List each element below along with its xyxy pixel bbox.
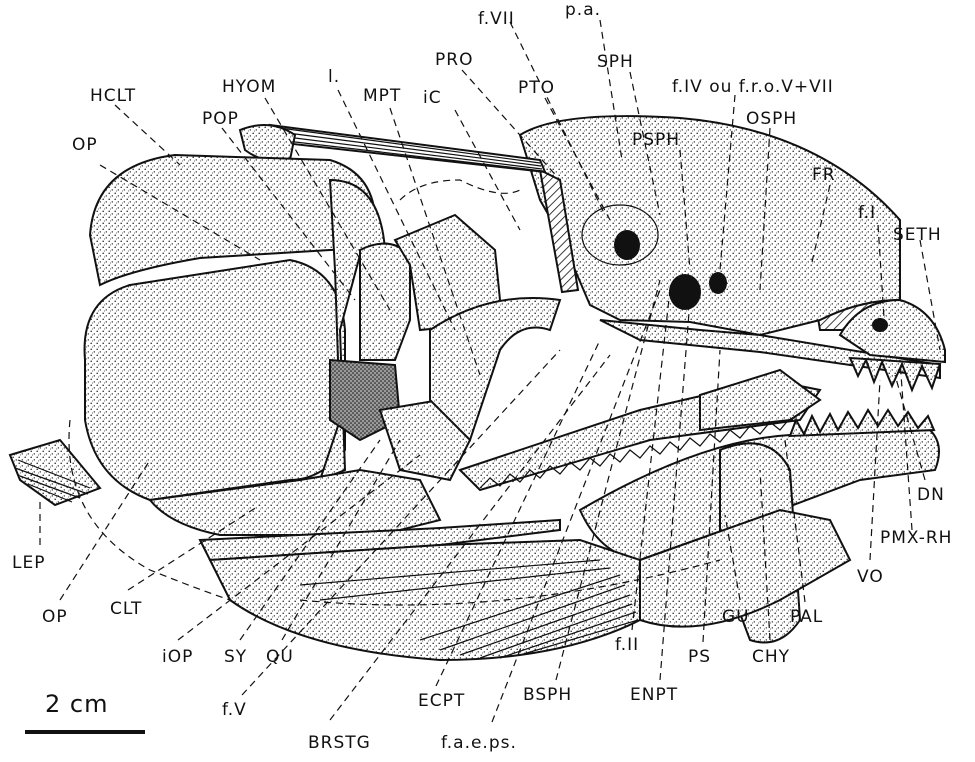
label-op-bottom: OP — [42, 607, 68, 627]
foramen-iv — [709, 272, 727, 294]
label-psph: PSPH — [632, 130, 680, 150]
cranium-bone — [520, 116, 900, 335]
label-bsph: BSPH — [523, 685, 572, 705]
label-sy: SY — [224, 647, 247, 667]
label-fi: f.I — [858, 203, 876, 223]
label-fvii: f.VII — [478, 9, 515, 29]
foramen-i — [872, 318, 888, 332]
label-sph: SPH — [597, 52, 634, 72]
skull-drawing — [10, 116, 945, 660]
label-faeps: f.a.e.ps. — [441, 733, 517, 753]
label-ecpt: ECPT — [418, 691, 465, 711]
label-ps: PS — [688, 647, 711, 667]
label-dn: DN — [917, 485, 945, 505]
foramen-ii — [669, 274, 701, 310]
label-pal: PAL — [790, 607, 823, 627]
label-mpt: MPT — [363, 86, 401, 106]
label-lep: LEP — [12, 553, 45, 573]
label-qu: QU — [266, 647, 294, 667]
scale-bar-label: 2 cm — [45, 690, 108, 718]
palatine-bone — [700, 370, 820, 430]
label-hclt: HCLT — [90, 86, 136, 106]
opercle-large — [85, 260, 345, 500]
branchiostegal-rays — [210, 540, 640, 660]
label-clt: CLT — [110, 599, 142, 619]
label-ic: iC — [423, 88, 442, 108]
premaxilla-teeth — [850, 358, 940, 390]
hyomandibula-bone — [360, 244, 410, 360]
label-pop: POP — [202, 109, 239, 129]
label-enpt: ENPT — [630, 685, 678, 705]
foramen-vii — [614, 230, 640, 260]
label-fii: f.II — [615, 635, 639, 655]
scale-bar: 2 cm — [25, 690, 145, 732]
label-vo: VO — [857, 567, 884, 587]
label-pa: p.a. — [565, 0, 601, 20]
label-seth: SETH — [893, 225, 942, 245]
label-fv: f.V — [222, 700, 247, 720]
label-osph: OSPH — [746, 109, 797, 129]
label-brstg: BRSTG — [308, 733, 371, 753]
label-l: l. — [328, 67, 340, 87]
label-gu: GU — [722, 607, 750, 627]
label-hyom: HYOM — [222, 77, 276, 97]
label-fiv: f.IV ou f.r.o.V+VII — [672, 77, 834, 97]
label-pro: PRO — [435, 50, 473, 70]
label-op-top: OP — [72, 135, 98, 155]
label-iop: iOP — [162, 647, 193, 667]
post-temporal-bone — [240, 125, 295, 161]
label-pmxrh: PMX-RH — [880, 528, 952, 548]
label-pto: PTO — [518, 78, 555, 98]
label-chy: CHY — [752, 647, 790, 667]
label-fr: FR — [812, 165, 836, 185]
